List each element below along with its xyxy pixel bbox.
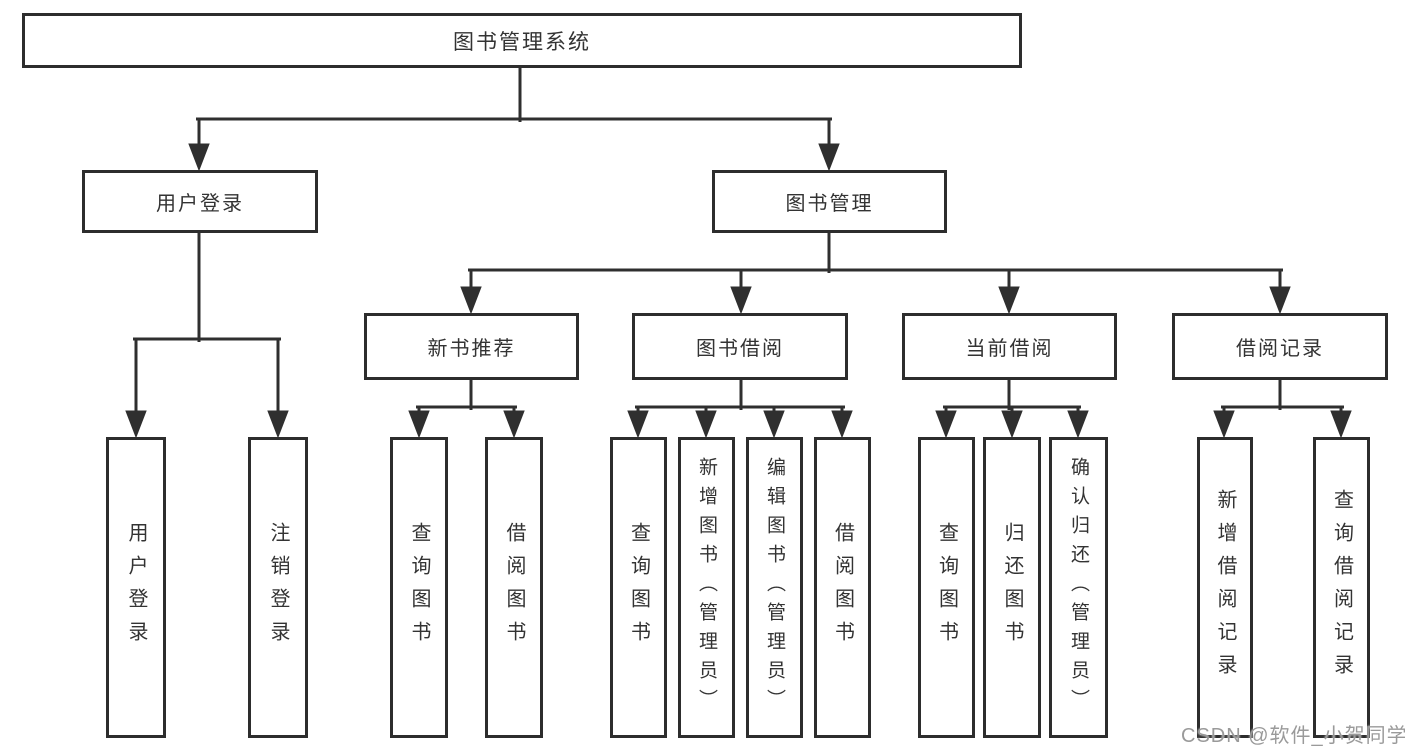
node-edit-books-admin: 编辑图书（管理员） — [746, 437, 803, 738]
node-return-books: 归还图书 — [983, 437, 1041, 738]
node-label: 新书推荐 — [427, 338, 516, 360]
node-label: 用户登录 — [156, 193, 244, 215]
node-borrow-books-borrowing: 借阅图书 — [814, 437, 871, 738]
node-confirm-return-admin: 确认归还（管理员） — [1049, 437, 1108, 738]
node-label: 编辑图书（管理员） — [764, 457, 785, 718]
node-book-management: 图书管理 — [712, 170, 947, 233]
node-label: 确认归还（管理员） — [1068, 457, 1089, 718]
node-label: 注销登录 — [267, 521, 289, 654]
node-label: 当前借阅 — [965, 338, 1054, 360]
node-query-books-current: 查询图书 — [918, 437, 975, 738]
node-label: 查询图书 — [627, 521, 650, 654]
node-label: 借阅图书 — [831, 521, 854, 654]
node-label: 图书借阅 — [696, 338, 784, 360]
node-label: 用户登录 — [125, 521, 147, 654]
node-leaf-logout: 注销登录 — [248, 437, 308, 738]
node-add-borrow-record: 新增借阅记录 — [1197, 437, 1253, 738]
node-book-borrowing: 图书借阅 — [632, 313, 848, 380]
node-label: 新增借阅记录 — [1214, 488, 1236, 687]
node-label: 借阅记录 — [1236, 338, 1324, 360]
node-label: 图书管理系统 — [453, 30, 591, 54]
node-new-book-recommendation: 新书推荐 — [364, 313, 579, 380]
node-query-books-borrowing: 查询图书 — [610, 437, 667, 738]
node-leaf-user-login: 用户登录 — [106, 437, 166, 738]
node-label: 图书管理 — [785, 193, 874, 215]
node-label: 查询图书 — [935, 521, 958, 654]
node-borrow-books-recommend: 借阅图书 — [485, 437, 543, 738]
node-label: 新增图书（管理员） — [696, 457, 717, 718]
node-label: 查询借阅记录 — [1330, 488, 1353, 687]
node-borrowing-records: 借阅记录 — [1172, 313, 1388, 380]
node-user-login: 用户登录 — [82, 170, 318, 233]
watermark-text: CSDN @软件_小贺同学 — [1181, 725, 1405, 747]
node-library-management-system: 图书管理系统 — [22, 13, 1022, 68]
node-current-borrowing: 当前借阅 — [902, 313, 1117, 380]
node-query-borrow-record: 查询借阅记录 — [1313, 437, 1370, 738]
node-label: 借阅图书 — [503, 521, 525, 654]
node-add-books-admin: 新增图书（管理员） — [678, 437, 735, 738]
node-label: 归还图书 — [1001, 521, 1023, 654]
node-query-books-recommend: 查询图书 — [390, 437, 448, 738]
node-label: 查询图书 — [408, 521, 430, 654]
